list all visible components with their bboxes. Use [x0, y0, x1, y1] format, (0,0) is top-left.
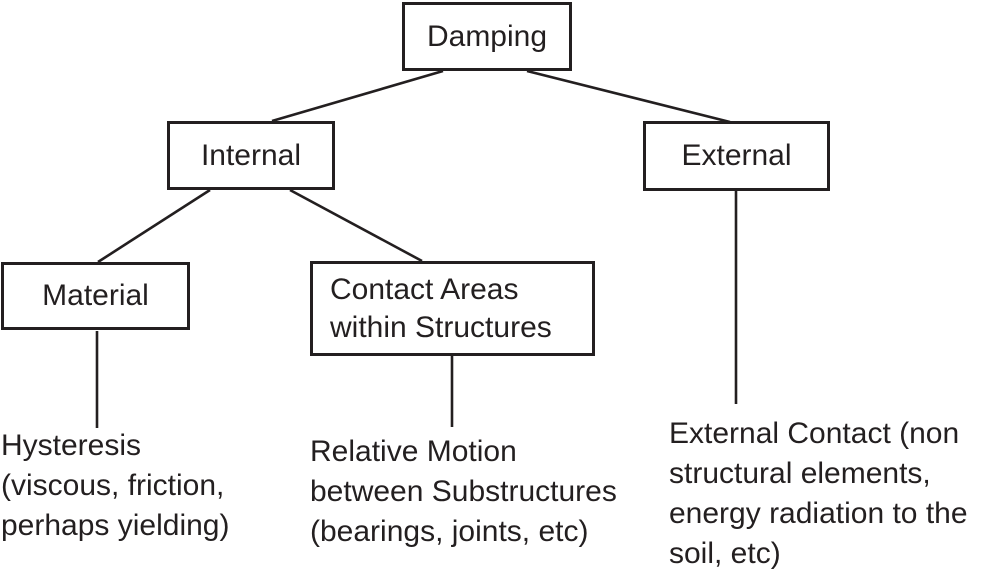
edge-internal-contact: [289, 188, 423, 263]
leaf-external-contact: External Contact (non structural element…: [669, 417, 968, 570]
node-contact-areas: Contact Areas within Structures: [310, 261, 595, 356]
edge-damping-internal: [271, 69, 444, 123]
node-damping: Damping: [402, 2, 572, 71]
node-external: External: [643, 121, 830, 191]
node-contact-areas-label: Contact Areas within Structures: [330, 272, 552, 344]
leaf-hysteresis: Hysteresis (viscous, friction, perhaps y…: [1, 429, 230, 542]
node-internal: Internal: [167, 121, 335, 190]
edge-damping-external: [526, 69, 731, 124]
node-material-label: Material: [42, 279, 149, 312]
node-external-label: External: [681, 139, 792, 172]
node-damping-label: Damping: [426, 19, 548, 53]
node-material: Material: [1, 262, 190, 330]
leaf-relative-motion: Relative Motion between Substructures (b…: [310, 435, 617, 548]
edge-internal-material: [97, 188, 211, 264]
node-internal-label: Internal: [200, 138, 302, 172]
